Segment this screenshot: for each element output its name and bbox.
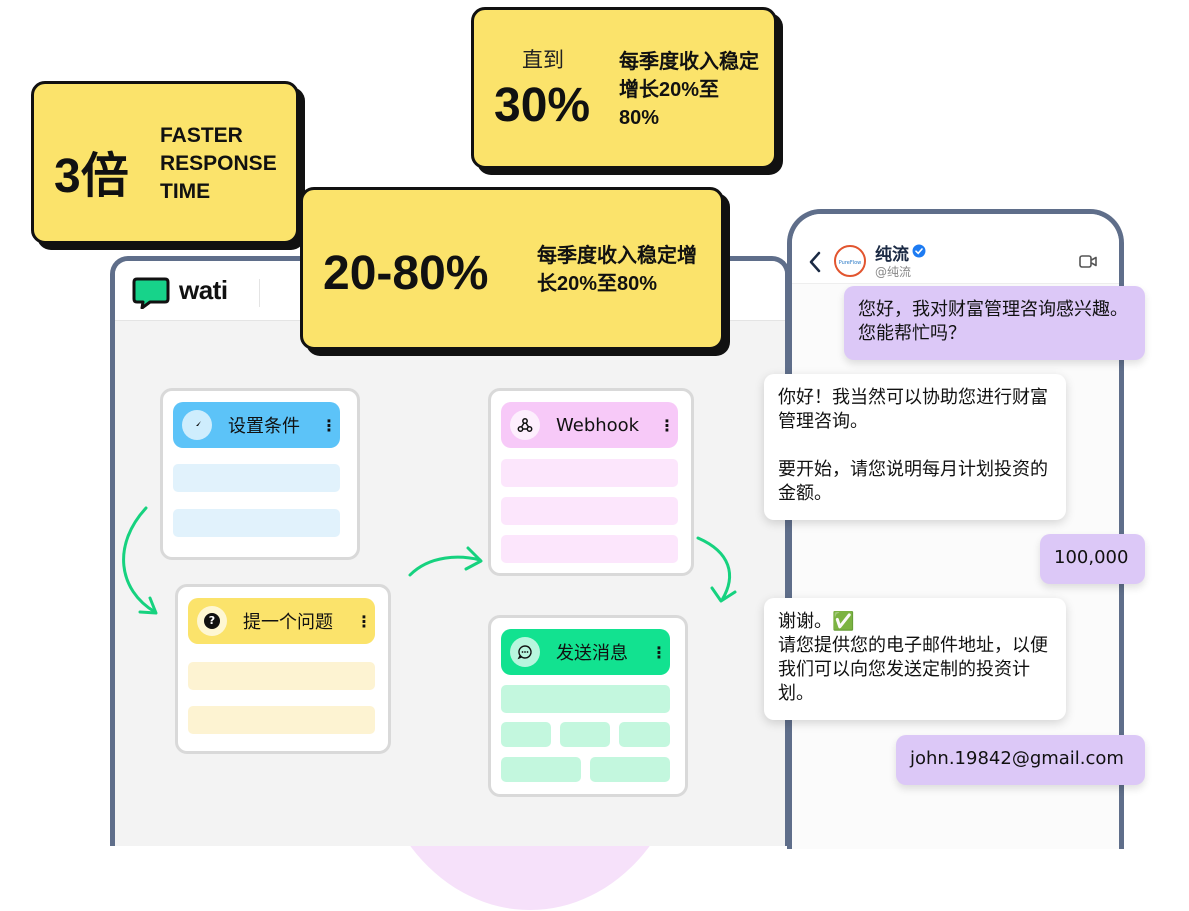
node-menu-button[interactable]: ⋮ (651, 642, 667, 662)
chat-message-user: 100,000 (1040, 534, 1145, 584)
node-label: 提一个问题 (243, 612, 333, 633)
placeholder-bar (173, 509, 340, 537)
chat-header: PureFlow 纯流 @纯流 (792, 214, 1119, 284)
chat-message-user: 您好，我对财富管理咨询感兴趣。您能帮忙吗？ (844, 286, 1145, 360)
placeholder-bar (501, 535, 678, 563)
flow-node-webhook[interactable]: Webhook ⋮ (488, 388, 694, 576)
placeholder-bar (619, 722, 670, 747)
chat-message-user: john.19842@gmail.com (896, 735, 1145, 785)
compass-icon (182, 410, 212, 440)
placeholder-bar (188, 706, 375, 734)
flow-node-question[interactable]: ? 提一个问题 ⋮ (175, 584, 391, 754)
placeholder-bar (188, 662, 375, 690)
video-call-icon[interactable] (1079, 255, 1097, 268)
logo-text: wati (179, 275, 228, 305)
node-header: Webhook ⋮ (501, 402, 678, 448)
connector-arrow-head (138, 596, 158, 615)
webhook-icon (510, 410, 540, 440)
node-menu-button[interactable]: ⋮ (356, 611, 372, 631)
chat-message-bot: 你好！我当然可以协助您进行财富管理咨询。 要开始，请您说明每月计划投资的金额。 (764, 374, 1066, 520)
verified-badge-icon (912, 244, 926, 258)
stat-badge-faster-response: 3倍 FASTER RESPONSE TIME (31, 81, 299, 244)
chat-message-bot: 谢谢。✅ 请您提供您的电子邮件地址，以便我们可以向您发送定制的投资计划。 (764, 598, 1066, 720)
contact-avatar[interactable]: PureFlow (834, 245, 866, 277)
placeholder-bar (501, 685, 670, 713)
message-icon (510, 637, 540, 667)
contact-handle: @纯流 (875, 265, 912, 279)
stat-description: FASTER RESPONSE TIME (160, 124, 277, 203)
connector-arrow-head (464, 546, 483, 571)
contact-name: 纯流 (875, 245, 909, 265)
placeholder-bar (501, 497, 678, 525)
node-label: 设置条件 (228, 416, 300, 437)
stat-description: 每季度收入稳定增长20%至80% (537, 245, 697, 295)
node-header: 设置条件 ⋮ (173, 402, 340, 448)
node-label: 发送消息 (556, 643, 628, 664)
node-header: 发送消息 ⋮ (501, 629, 670, 675)
placeholder-bar (501, 722, 551, 747)
stat-value: 3倍 (54, 150, 129, 203)
stat-description: 每季度收入稳定增长20%至80% (619, 51, 759, 129)
stat-badge-20-80-percent: 20-80% 每季度收入稳定增长20%至80% (300, 187, 724, 350)
connector-arrow (408, 555, 482, 577)
flow-node-send-message[interactable]: 发送消息 ⋮ (488, 615, 688, 797)
header-divider (259, 279, 260, 307)
flow-node-condition[interactable]: 设置条件 ⋮ (160, 388, 360, 560)
node-label: Webhook (556, 414, 640, 436)
node-menu-button[interactable]: ⋮ (659, 415, 675, 435)
chat-bubble-logo-icon (132, 277, 170, 309)
placeholder-bar (173, 464, 340, 492)
stat-prefix: 直到 (522, 48, 564, 72)
avatar-text: PureFlow (838, 260, 862, 266)
connector-arrow (696, 536, 731, 602)
placeholder-bar (590, 757, 670, 782)
stat-value: 30% (494, 79, 591, 132)
back-chevron-icon[interactable] (808, 250, 822, 274)
placeholder-bar (560, 722, 610, 747)
stat-badge-30-percent: 直到 30% 每季度收入稳定增长20%至80% (471, 7, 777, 169)
question-icon: ? (197, 606, 227, 636)
app-window: wati 设置条件 ⋮ ? 提一个问题 ⋮ (110, 256, 790, 846)
node-menu-button[interactable]: ⋮ (321, 415, 337, 435)
placeholder-bar (501, 459, 678, 487)
stat-value: 20-80% (323, 247, 489, 300)
node-header: ? 提一个问题 ⋮ (188, 598, 375, 644)
placeholder-bar (501, 757, 581, 782)
connector-arrow-head (710, 586, 737, 603)
connector-arrow (122, 506, 157, 614)
